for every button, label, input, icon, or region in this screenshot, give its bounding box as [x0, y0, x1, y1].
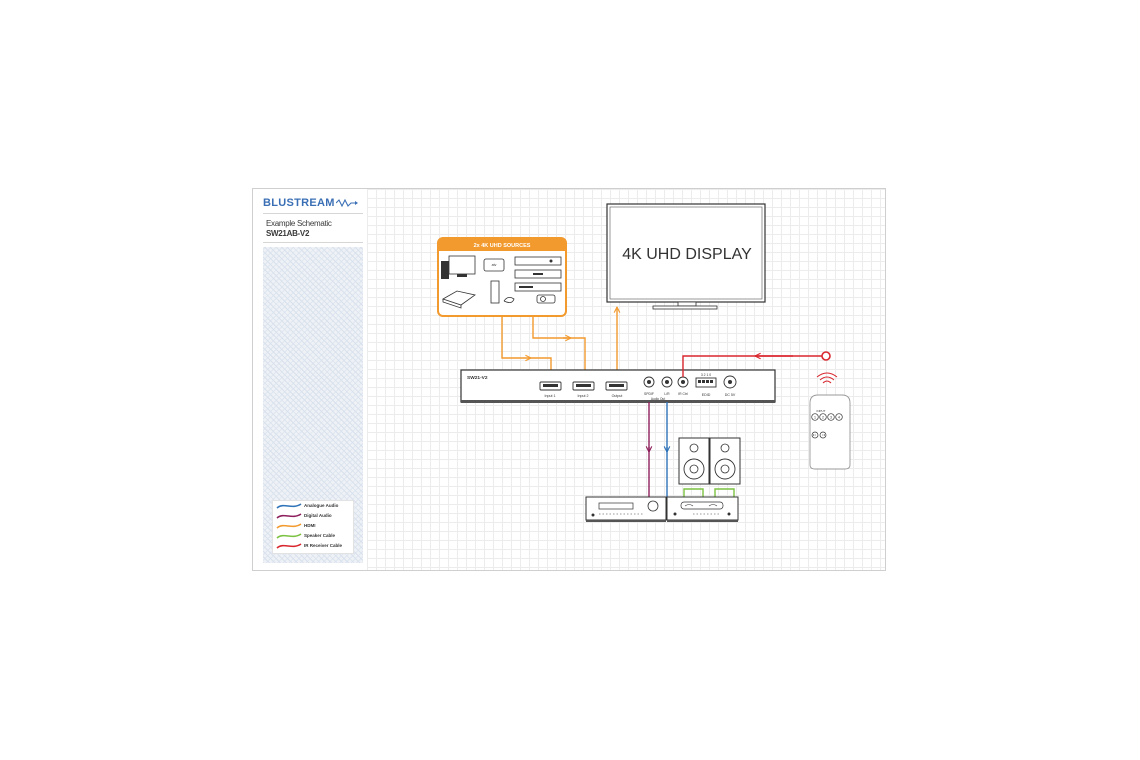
legend-swatch-analogue	[276, 503, 302, 509]
remote-button-1-label: 1	[814, 416, 816, 420]
av-receiver-digital-icon	[585, 496, 667, 522]
speakers	[678, 437, 741, 497]
legend-swatch-hdmi	[276, 523, 302, 529]
edid-label: EDID	[702, 393, 711, 397]
edid-switch: 3 2 1 0 EDID	[695, 373, 717, 397]
legend-swatch-digital	[276, 513, 302, 519]
legend-label: IR Receiver Cable	[304, 543, 343, 548]
speaker-cable-right	[714, 488, 735, 497]
ir-ctrl-port: IR Ctrl	[677, 376, 689, 396]
legend-label: Digital Audio	[304, 513, 332, 518]
audio-out-label: Audio Out	[651, 397, 665, 401]
hdmi-cables	[501, 307, 617, 371]
projector-icon	[536, 294, 556, 304]
edid-pins-label: 3 2 1 0	[701, 373, 711, 377]
speaker-left-icon	[678, 437, 710, 485]
divider	[263, 242, 363, 243]
divider	[263, 213, 363, 214]
sources-box: 2x 4K UHD SOURCES atv	[437, 237, 567, 317]
legend-item: HDMI	[273, 522, 353, 532]
sidebar: BLUSTREAM Example Schematic SW21AB-V2 An…	[253, 189, 367, 570]
uhd-display: 4K UHD DISPLAY	[606, 203, 766, 310]
remote-button-1: 1	[811, 413, 819, 421]
spdif-label: SPDIF	[644, 392, 654, 396]
lr-label: L/R	[664, 392, 670, 396]
remote-button-3-label: 3	[830, 416, 832, 420]
spdif-port: SPDIF	[643, 376, 655, 396]
signal-waves-icon	[816, 372, 838, 384]
sources-title: 2x 4K UHD SOURCES	[474, 243, 531, 249]
schematic-title: Example Schematic	[266, 219, 332, 228]
switcher-name: SW21-V2	[467, 375, 488, 381]
brand-name: BLUSTREAM	[263, 197, 335, 209]
set-top-box-icon	[514, 256, 562, 292]
remote-button-4-label: 4	[838, 416, 840, 420]
game-console-icon	[442, 280, 515, 309]
output-label: Output	[612, 394, 623, 398]
dc-port: DC 5V	[723, 375, 737, 397]
cable-legend: Analogue Audio Digital Audio HDMI Speake…	[272, 500, 354, 554]
ir-receiver-eye	[821, 351, 831, 361]
schematic-diagram: 4K UHD DISPLAY 2x 4K UHD SOURCES atv	[437, 203, 851, 522]
hdmi-port-input1: Input 1	[539, 381, 562, 398]
input1-label: Input 1	[545, 394, 556, 398]
pc-monitor-icon	[441, 255, 476, 279]
schematic-model: SW21AB-V2	[266, 229, 310, 238]
legend-label: Analogue Audio	[304, 503, 339, 508]
ir-remote-control: INPUT 1 2 3 4	[809, 372, 851, 470]
speaker-right-icon	[709, 437, 741, 485]
speaker-cable-left	[683, 488, 704, 497]
brand-logo: BLUSTREAM	[263, 197, 358, 209]
dc-label: DC 5V	[725, 393, 736, 397]
remote-button-3: 3	[827, 413, 835, 421]
hdmi-port-input2: Input 2	[572, 381, 595, 398]
amplifier-analogue-icon	[666, 496, 739, 522]
wave-icon	[335, 199, 358, 208]
legend-item: Digital Audio	[273, 512, 353, 522]
display-label: 4K UHD DISPLAY	[622, 246, 752, 263]
legend-item: Analogue Audio	[273, 502, 353, 512]
media-player-icon: atv	[483, 258, 505, 272]
ir-receiver-cable	[682, 351, 831, 377]
schematic-frame: BLUSTREAM Example Schematic SW21AB-V2 An…	[252, 188, 886, 571]
legend-item: IR Receiver Cable	[273, 542, 353, 552]
legend-label: Speaker Cable	[304, 533, 336, 538]
remote-button-4: 4	[835, 413, 843, 421]
remote-button-2-label: 2	[822, 416, 824, 420]
hdmi-port-output: Output	[605, 381, 628, 398]
input2-label: Input 2	[578, 394, 589, 398]
legend-item: Speaker Cable	[273, 532, 353, 542]
remote-button-2: 2	[819, 413, 827, 421]
audio-cables	[649, 402, 667, 498]
media-player-label: atv	[492, 263, 497, 267]
switcher-unit: SW21-V2 Input 1 Input 2 Output SP	[460, 369, 776, 403]
ir-ctrl-label: IR Ctrl	[678, 392, 688, 396]
legend-label: HDMI	[304, 523, 316, 528]
legend-swatch-ir	[276, 543, 302, 549]
legend-swatch-speaker	[276, 533, 302, 539]
lr-port: L/R	[661, 376, 673, 396]
remote-top-label: INPUT	[817, 409, 826, 413]
